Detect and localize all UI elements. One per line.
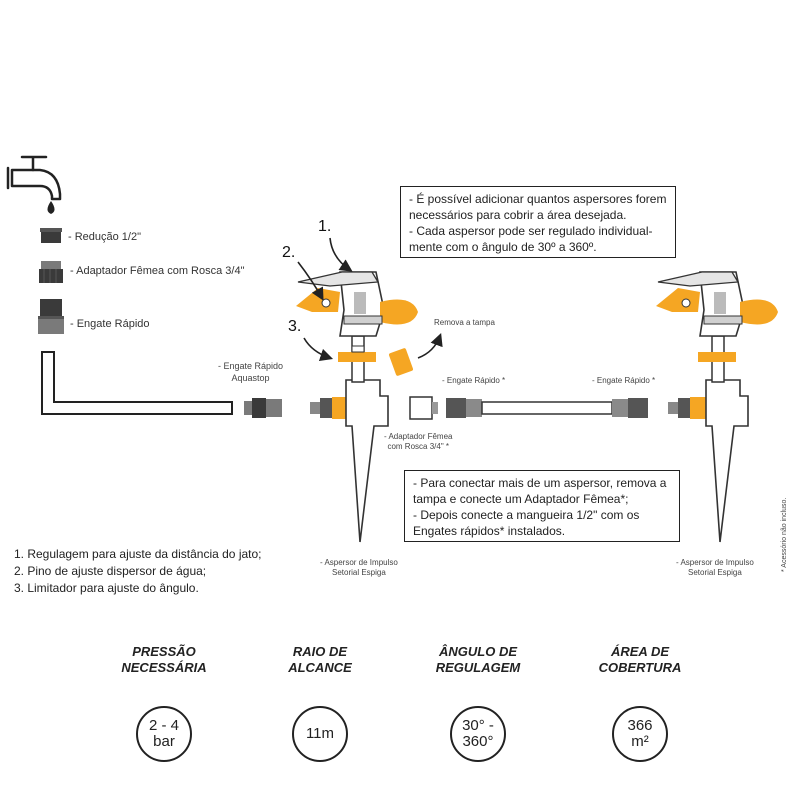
- callout-2: 2.: [282, 244, 296, 261]
- label-engate-aquastop-line1: - Engate Rápido: [218, 361, 284, 371]
- spec-area-value-2: m²: [631, 733, 649, 750]
- spec-raio-title-2: ALCANCE: [288, 660, 352, 675]
- label-adaptador-femea-line2: com Rosca 3/4" *: [387, 442, 449, 451]
- removed-cap: [389, 348, 413, 376]
- label-aspersor-right: - Aspersor de Impulso Setorial Espiga: [676, 558, 754, 578]
- spec-area-circle: 366 m²: [612, 706, 668, 762]
- spec-angulo-circle: 30° - 360°: [450, 706, 506, 762]
- label-remova-tampa: Remova a tampa: [434, 318, 495, 327]
- legend: 1. Regulagem para ajuste da distância do…: [14, 546, 262, 597]
- spec-area-value-1: 366: [627, 717, 653, 734]
- label-acessorio-nao-incluso: * Acessório não incluso.: [781, 497, 788, 572]
- legend-item-1: 1. Regulagem para ajuste da distância do…: [14, 547, 262, 561]
- note-bottom-line2: tampa e conecte um Adaptador Fêmea*;: [413, 492, 629, 506]
- label-engate-rapido: - Engate Rápido: [70, 318, 150, 330]
- label-aspersor-left: - Aspersor de Impulso Setorial Espiga: [320, 558, 398, 578]
- note-top-line3: - Cada aspersor pode ser regulado indivi…: [409, 224, 653, 238]
- note-bottom: - Para conectar mais de um aspersor, rem…: [404, 470, 680, 542]
- spec-raio-value-1: 11m: [305, 725, 335, 742]
- spec-angulo-value-2: 360°: [462, 733, 494, 750]
- label-aspersor-right-line1: - Aspersor de Impulso: [676, 558, 754, 567]
- engate-rapido-icon: [38, 299, 64, 334]
- connector-left: [310, 397, 348, 419]
- label-adaptador-femea-line1: - Adaptador Fêmea: [384, 432, 453, 441]
- middle-chain: [409, 396, 648, 420]
- spec-area: ÁREA DE COBERTURA 366 m²: [592, 644, 688, 762]
- spec-pressao-title-2: NECESSÁRIA: [121, 660, 207, 675]
- note-top-line1: - É possível adicionar quantos aspersore…: [409, 192, 667, 206]
- label-engate-star-left: - Engate Rápido *: [442, 376, 506, 385]
- label-aspersor-left-line1: - Aspersor de Impulso: [320, 558, 398, 567]
- callout-arrows: [297, 237, 443, 362]
- spec-angulo: ÂNGULO DE REGULAGEM 30° - 360°: [426, 644, 530, 762]
- legend-item-2: 2. Pino de ajuste dispersor de água;: [14, 564, 207, 578]
- label-engate-aquastop: - Engate Rápido Aquastop: [218, 360, 283, 384]
- legend-item-3: 3. Limitador para ajuste do ângulo.: [14, 581, 199, 595]
- spec-angulo-title-1: ÂNGULO DE: [439, 644, 517, 659]
- label-engate-star-right: - Engate Rápido *: [592, 376, 656, 385]
- spec-raio-title-1: RAIO DE: [292, 644, 348, 659]
- adaptador-femea-icon: [39, 261, 63, 283]
- reducao-icon: [40, 228, 62, 243]
- spec-pressao-title-1: PRESSÃO: [132, 644, 196, 659]
- faucet-icon: [6, 155, 62, 214]
- engate-aquastop-icon: [244, 398, 282, 418]
- label-reducao: - Redução 1/2": [68, 231, 142, 243]
- note-top: - É possível adicionar quantos aspersore…: [400, 186, 676, 258]
- spec-raio-circle: 11m: [292, 706, 348, 762]
- note-bottom-line3: - Depois conecte a mangueira 1/2" com os: [413, 508, 640, 522]
- spec-raio: RAIO DE ALCANCE 11m: [272, 644, 368, 762]
- note-bottom-line1: - Para conectar mais de um aspersor, rem…: [413, 476, 667, 490]
- spec-angulo-title-2: REGULAGEM: [435, 660, 521, 675]
- label-adaptador: - Adaptador Fêmea com Rosca 3/4": [70, 265, 245, 277]
- note-top-line4: mente com o ângulo de 30º a 360º.: [409, 240, 597, 254]
- spec-area-title-1: ÁREA DE: [610, 644, 670, 659]
- connector-right: [668, 397, 706, 419]
- label-adaptador-femea: - Adaptador Fêmea com Rosca 3/4" *: [384, 432, 452, 452]
- label-aspersor-right-line2: Setorial Espiga: [688, 568, 742, 577]
- sprinkler-right: [656, 271, 778, 543]
- note-bottom-line4: Engates rápidos* instalados.: [413, 524, 566, 538]
- spec-area-title-2: COBERTURA: [598, 660, 682, 675]
- label-aspersor-left-line2: Setorial Espiga: [332, 568, 386, 577]
- spec-pressao-circle: 2 - 4 bar: [136, 706, 192, 762]
- label-engate-aquastop-line2: Aquastop: [231, 373, 270, 383]
- callout-1: 1.: [318, 218, 332, 235]
- hose: [41, 351, 233, 415]
- callout-3: 3.: [288, 318, 302, 335]
- spec-pressao-value-2: bar: [153, 733, 175, 750]
- spec-pressao: PRESSÃO NECESSÁRIA 2 - 4 bar: [116, 644, 212, 762]
- note-top-line2: necessários para cobrir a área desejada.: [409, 208, 627, 222]
- spec-pressao-value-1: 2 - 4: [148, 717, 179, 734]
- spec-angulo-value-1: 30° -: [462, 717, 494, 734]
